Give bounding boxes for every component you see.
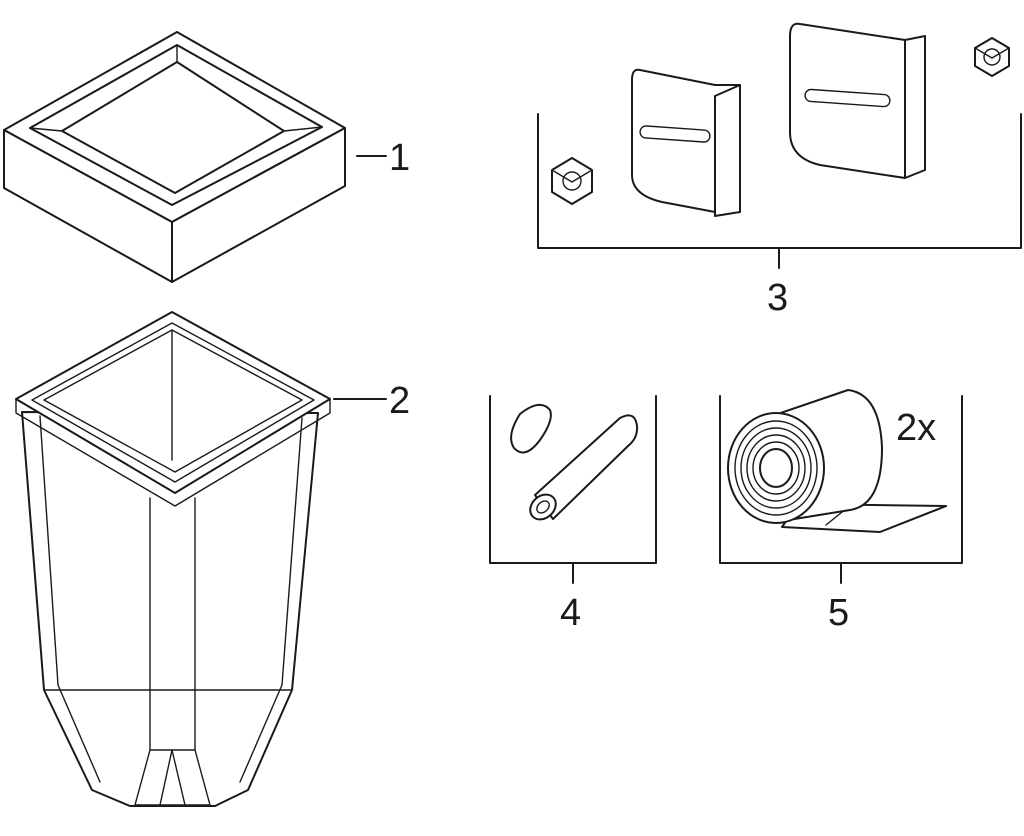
callout-5: 5 [828,592,849,634]
part-5-tape-roll [719,389,963,584]
part-2-tumbler [15,311,331,807]
part-1-tray [3,31,346,283]
callout-1: 1 [389,137,410,179]
part-4-pin-kit [489,395,657,584]
callout-3: 3 [767,277,788,319]
callout-2: 2 [389,380,410,422]
pin [534,414,639,520]
callout-4: 4 [560,592,581,634]
nut-left [551,157,593,205]
part-3-mounting-set [537,22,1022,269]
tape-quantity-label: 2x [896,407,936,449]
nut-right [974,37,1010,77]
bracket-small [631,68,741,217]
bracket-large [789,22,926,179]
washer [510,403,552,454]
